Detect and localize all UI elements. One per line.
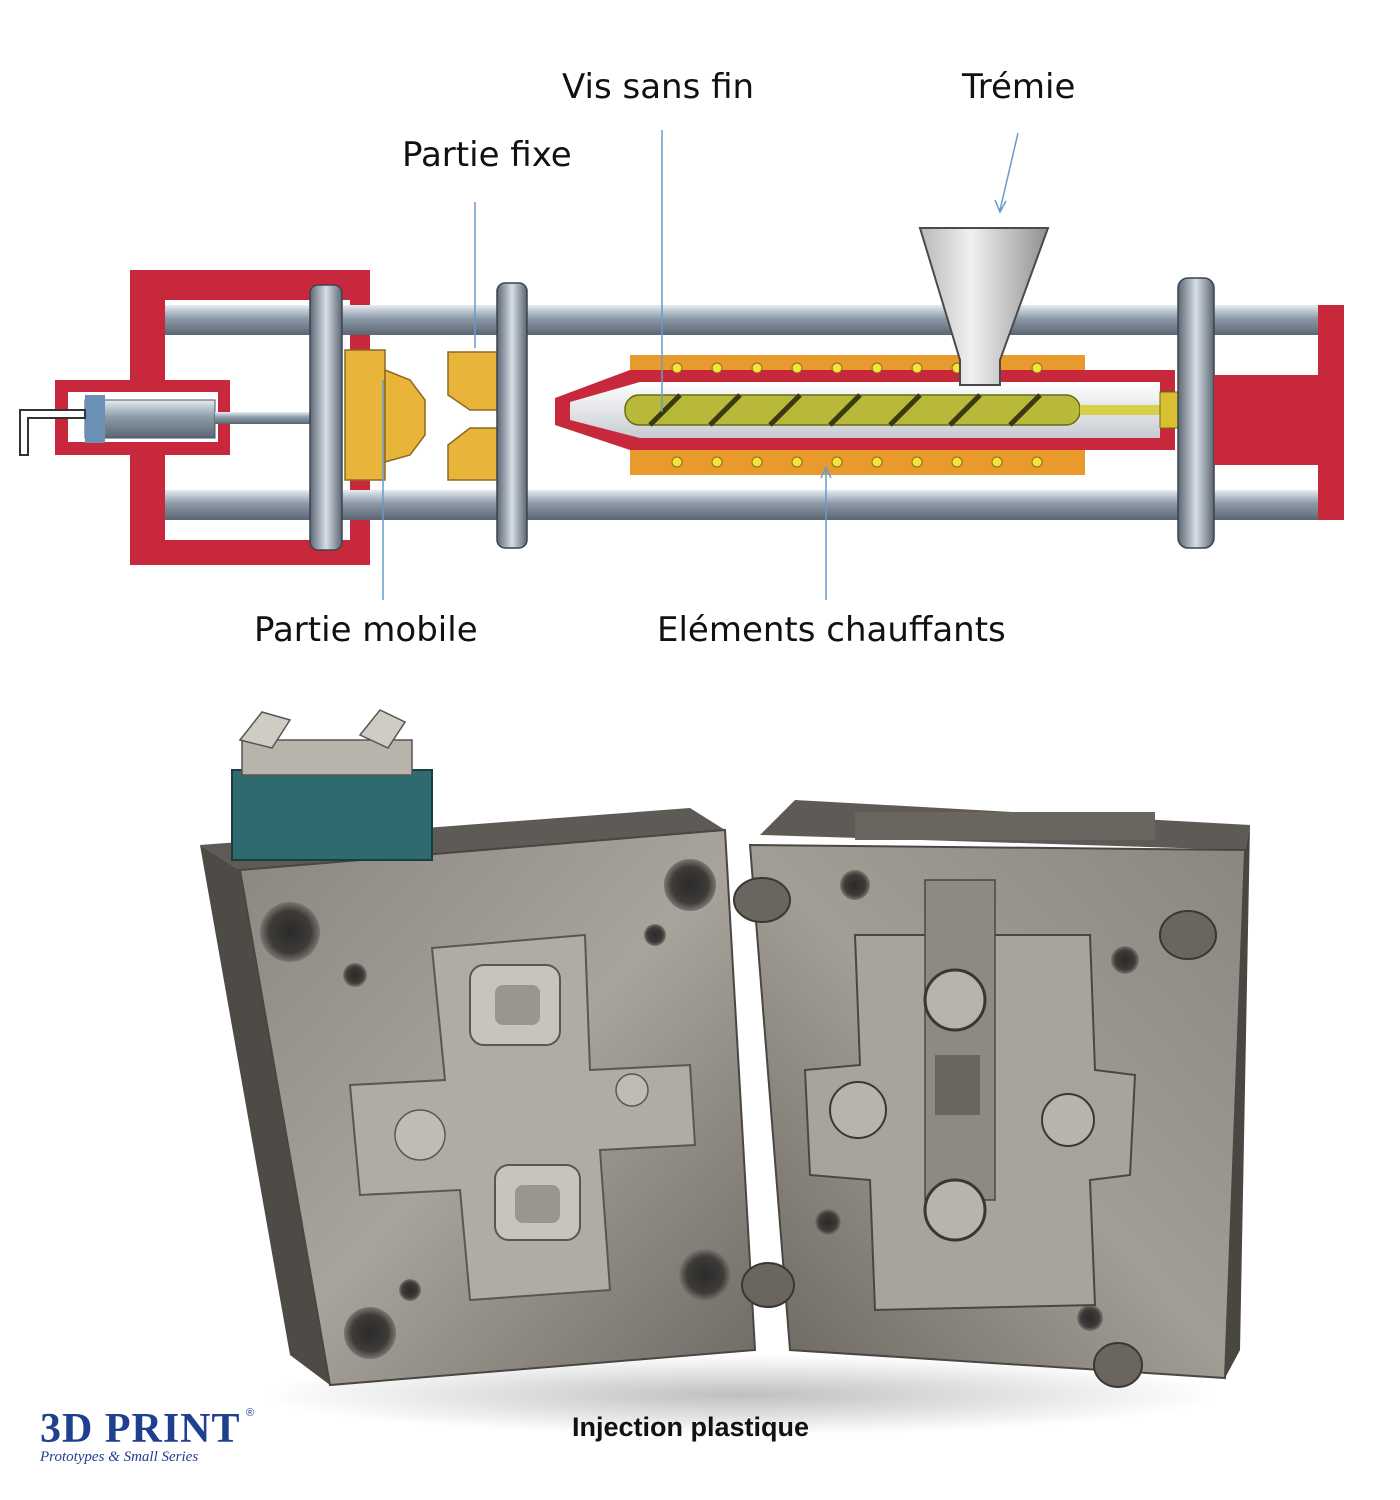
label-elements-chauffants: Eléments chauffants (657, 610, 1006, 650)
logo-registered-mark: ® (246, 1407, 255, 1419)
pointer-lines (382, 130, 1019, 600)
photo-caption: Injection plastique (572, 1412, 810, 1442)
hydraulic-piston (19, 395, 315, 456)
drive-block (1214, 305, 1344, 520)
screw (624, 391, 1181, 429)
label-partie-mobile: Partie mobile (254, 610, 478, 650)
label-vis-sans-fin: Vis sans fin (562, 67, 755, 107)
logo-tagline: Prototypes & Small Series (40, 1449, 199, 1465)
mold-half-right (733, 800, 1250, 1388)
heater-elements (671, 362, 1043, 468)
label-partie-fixe: Partie fixe (402, 135, 572, 175)
label-tremie: Trémie (962, 67, 1076, 107)
fixed-mold-half (447, 351, 501, 481)
logo-3d-print: 3D PRINT ® Prototypes & Small Series (40, 1405, 270, 1469)
mold-half-left (200, 709, 757, 1387)
moving-mold-half (344, 349, 426, 481)
fixed-platen (496, 282, 528, 549)
hopper (918, 227, 1050, 386)
logo-main-text: 3D PRINT (40, 1406, 241, 1452)
injection-machine-diagram (19, 130, 1344, 600)
moving-platen (309, 284, 343, 551)
tie-bars (165, 305, 1325, 520)
